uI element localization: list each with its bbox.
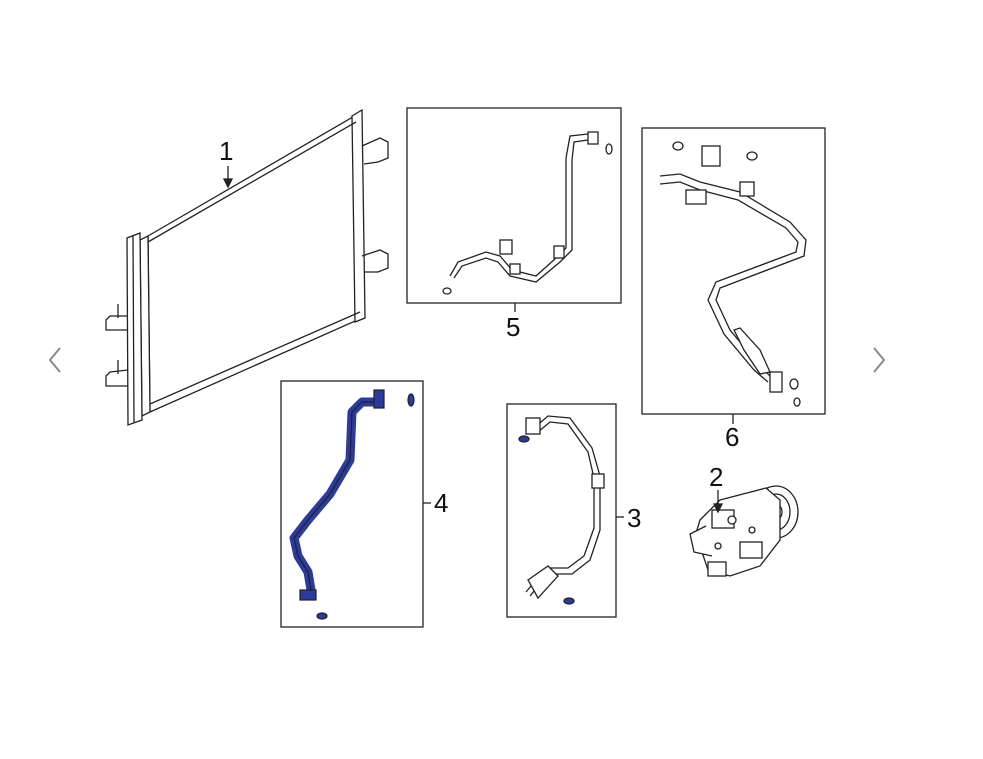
chevron-right-icon	[873, 347, 886, 373]
next-image-button[interactable]	[864, 340, 894, 380]
callout-6: 6	[725, 422, 739, 452]
compressor-part[interactable]	[689, 485, 799, 577]
callout-4: 4	[434, 488, 448, 518]
callout-2: 2	[709, 462, 723, 492]
hose-6-box[interactable]	[641, 127, 826, 415]
condenser-part[interactable]	[105, 108, 389, 426]
callout-3: 3	[627, 503, 641, 533]
hose-5-box[interactable]	[406, 107, 622, 304]
hose-3-box[interactable]	[506, 403, 617, 618]
callout-2-leader	[712, 490, 724, 514]
chevron-left-icon	[48, 347, 61, 373]
callout-1-leader	[222, 166, 234, 189]
callout-1: 1	[219, 136, 233, 166]
callout-5: 5	[506, 312, 520, 342]
hose-4-box[interactable]	[280, 380, 424, 628]
previous-image-button[interactable]	[40, 340, 70, 380]
